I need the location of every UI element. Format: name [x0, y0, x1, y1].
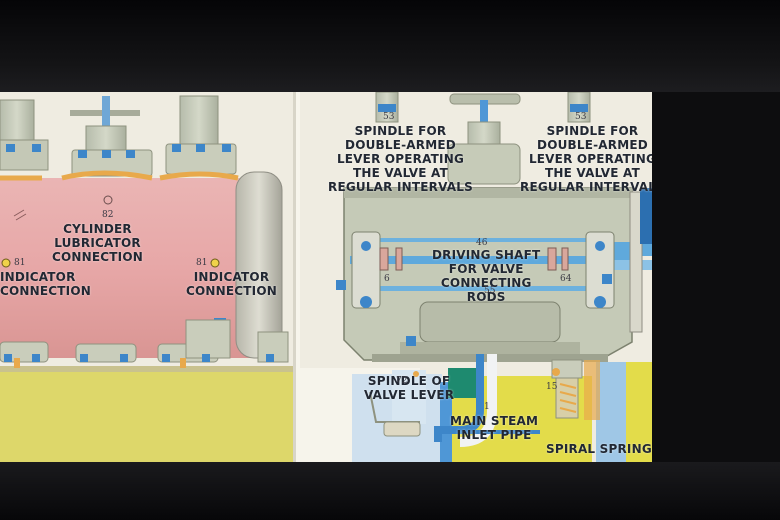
- diagram-screen: CYLINDER LUBRICATOR CONNECTION INDICATOR…: [0, 92, 652, 462]
- part-number-53-right: 53: [575, 112, 587, 122]
- part-number-6: 6: [384, 274, 390, 284]
- part-number-81-left: 81: [14, 258, 26, 268]
- indicator-port-left: [1, 258, 11, 268]
- label-spiral-spring: SPIRAL SPRING: [546, 442, 652, 456]
- indicator-port-right: [210, 258, 220, 268]
- cylinder-end-cap: [235, 171, 283, 359]
- part-number-82: 82: [102, 210, 114, 220]
- label-driving-shaft: DRIVING SHAFT FOR VALVE CONNECTING RODS: [432, 248, 541, 304]
- label-indicator-connection-right: INDICATOR CONNECTION: [186, 270, 277, 298]
- part-number-81-right: 81: [196, 258, 208, 268]
- label-spindle-double-armed-right: SPINDLE FOR DOUBLE-ARMED LEVER OPERATING…: [520, 124, 652, 194]
- part-number-64: 64: [560, 274, 572, 284]
- part-number-55: 55: [484, 286, 496, 296]
- base-plate-left: [0, 370, 296, 462]
- label-spindle-double-armed-left: SPINDLE FOR DOUBLE-ARMED LEVER OPERATING…: [328, 124, 473, 194]
- part-number-53-left: 53: [383, 112, 395, 122]
- part-number-15: 15: [546, 382, 558, 392]
- driving-shaft: [350, 256, 640, 264]
- label-spindle-of-valve-lever: SPINDLE OF VALVE LEVER: [364, 374, 455, 402]
- part-number-1: 1: [484, 402, 490, 412]
- steam-engine-diagram: [0, 92, 652, 462]
- monitor-bezel-top: [0, 0, 780, 92]
- top-spindles-right: [375, 92, 591, 185]
- part-number-46: 46: [476, 238, 488, 248]
- monitor-bezel-bottom: [0, 462, 780, 520]
- part-number-72: 72: [396, 376, 408, 386]
- label-indicator-connection-left: INDICATOR CONNECTION: [0, 270, 91, 298]
- label-cylinder-lubricator-connection: CYLINDER LUBRICATOR CONNECTION: [52, 222, 143, 264]
- label-main-steam-inlet-pipe: MAIN STEAM INLET PIPE: [450, 414, 539, 442]
